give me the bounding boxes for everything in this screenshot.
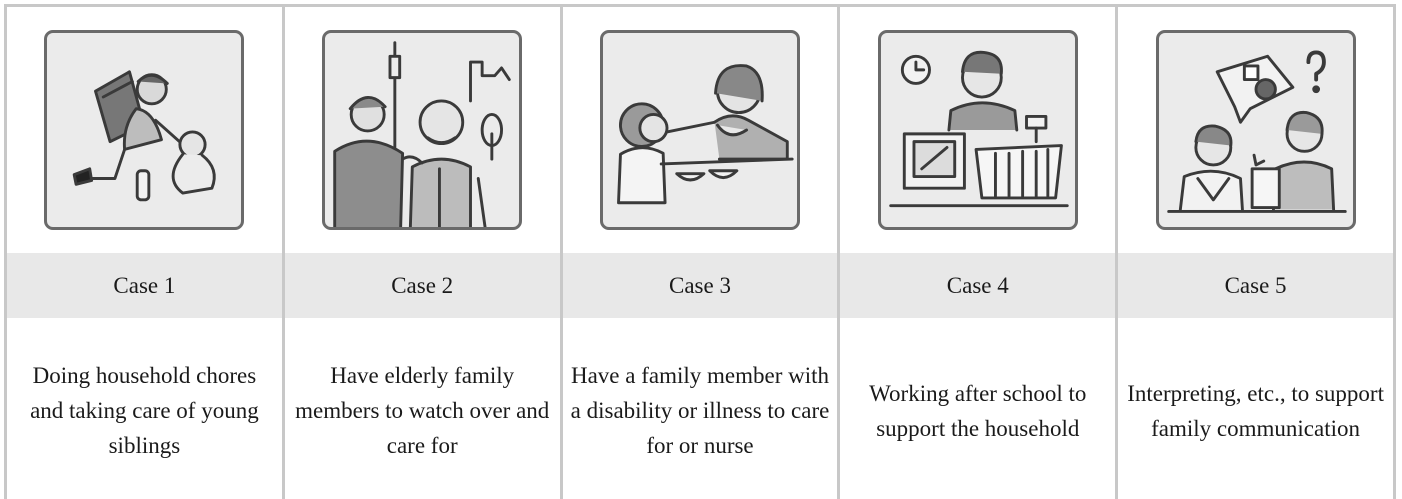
case-5-column: Case 5 Interpreting, etc., to support fa… [1118,7,1396,499]
case-2-description: Have elderly family members to watch ove… [295,363,550,458]
sibling-care-icon [44,30,245,230]
case-3-column: Case 3 Have a family member with a disab… [562,7,841,499]
case-1-label: Case 1 [7,253,282,318]
case-4-column: Case 4 Working after school to support t… [840,7,1119,499]
case-3-label: Case 3 [562,253,838,318]
case-1-picture-cell [7,7,282,253]
cashier-work-icon [877,30,1078,230]
case-2-picture-cell [285,7,560,253]
case-1-description: Doing household chores and taking care o… [30,363,259,458]
case-2-label: Case 2 [284,253,560,318]
case-5-label: Case 5 [1118,253,1393,318]
case-5-description: Interpreting, etc., to support family co… [1127,380,1384,441]
interpreting-icon [1155,30,1356,230]
elderly-care-icon [322,30,523,230]
case-3-picture-cell [563,7,838,253]
feeding-care-icon [599,30,800,230]
young-carer-cases-grid: Case 1 Doing household chores and taking… [4,4,1396,499]
case-3-description: Have a family member with a disability o… [570,363,830,458]
case-1-column: Case 1 Doing household chores and taking… [7,7,285,499]
case-4-picture-cell [840,7,1115,253]
case-4-description: Working after school to support the hous… [869,380,1087,441]
case-5-picture-cell [1118,7,1393,253]
case-2-column: Case 2 Have elderly family members to wa… [284,7,563,499]
case-4-label: Case 4 [840,253,1116,318]
